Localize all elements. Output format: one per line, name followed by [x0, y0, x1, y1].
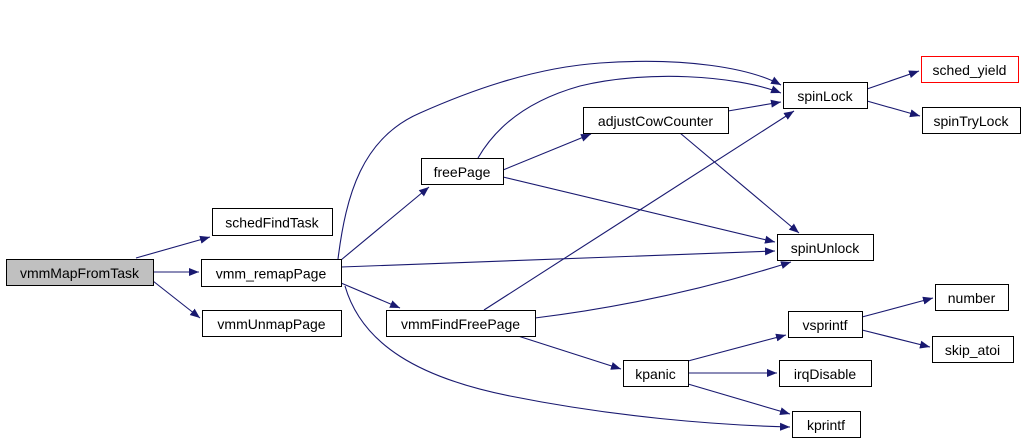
edge-vmm_remapPage-to-kprintf	[344, 285, 791, 431]
node-label-skip_atoi: skip_atoi	[945, 342, 1000, 358]
node-box-spinTryLock[interactable]	[922, 107, 1021, 134]
edge-adjustCowCounter-to-spinLock	[727, 99, 782, 112]
edge-kpanic-to-kprintf	[687, 383, 791, 416]
node-sched_yield[interactable]: sched_yield	[921, 56, 1019, 83]
node-box-vmm_remapPage[interactable]	[201, 259, 342, 287]
edge-vmmMapFromTask-to-schedFindTask	[135, 235, 211, 259]
node-box-adjustCowCounter[interactable]	[583, 107, 729, 134]
node-label-spinTryLock: spinTryLock	[934, 113, 1010, 129]
edge-vmmFindFreePage-to-spinLock	[483, 110, 795, 311]
node-box-vsprintf[interactable]	[788, 311, 863, 338]
node-label-spinUnlock: spinUnlock	[791, 240, 860, 256]
node-label-kpanic: kpanic	[635, 366, 675, 382]
node-vsprintf[interactable]: vsprintf	[788, 311, 863, 338]
node-box-schedFindTask[interactable]	[212, 208, 333, 236]
node-label-vmmMapFromTask: vmmMapFromTask	[20, 265, 140, 281]
node-box-skip_atoi[interactable]	[932, 336, 1014, 363]
node-label-schedFindTask: schedFindTask	[225, 215, 319, 231]
node-box-vmmMapFromTask	[6, 259, 154, 286]
node-label-number: number	[948, 290, 996, 306]
node-box-number[interactable]	[935, 284, 1009, 311]
node-skip_atoi[interactable]: skip_atoi	[932, 336, 1014, 363]
node-label-kprintf: kprintf	[807, 417, 845, 433]
node-spinTryLock[interactable]: spinTryLock	[922, 107, 1021, 134]
node-label-spinLock: spinLock	[797, 88, 853, 104]
node-vmm_remapPage[interactable]: vmm_remapPage	[201, 259, 342, 287]
edge-vsprintf-to-number	[861, 296, 934, 318]
nodes-layer: vmmMapFromTask schedFindTask vmm_remapPage…	[6, 56, 1021, 438]
node-freePage[interactable]: freePage	[421, 158, 504, 185]
node-number[interactable]: number	[935, 284, 1009, 311]
edge-kpanic-to-vsprintf	[687, 333, 787, 362]
edge-freePage-to-spinLock	[477, 75, 782, 159]
edge-spinLock-to-sched_yield	[866, 70, 920, 90]
edge-vmmMapFromTask-to-vmmUnmapPage	[152, 280, 201, 319]
node-irqDisable[interactable]: irqDisable	[779, 360, 872, 387]
edges-layer	[135, 60, 934, 431]
edge-vmm_remapPage-to-spinLock	[337, 60, 782, 260]
edge-vsprintf-to-skip_atoi	[861, 329, 931, 349]
edge-vmmFindFreePage-to-spinUnlock	[534, 261, 792, 319]
node-label-sched_yield: sched_yield	[933, 62, 1007, 78]
edge-vmm_remapPage-to-freePage	[340, 186, 430, 261]
node-kpanic[interactable]: kpanic	[623, 360, 689, 387]
node-spinLock[interactable]: spinLock	[783, 82, 868, 109]
edge-spinLock-to-spinTryLock	[866, 100, 921, 118]
node-kprintf[interactable]: kprintf	[792, 411, 861, 438]
node-box-freePage[interactable]	[421, 158, 504, 185]
node-box-vmmFindFreePage[interactable]	[386, 310, 536, 337]
node-box-kprintf[interactable]	[792, 411, 861, 438]
node-label-vmmFindFreePage: vmmFindFreePage	[401, 316, 520, 332]
edge-vmm_remapPage-to-spinUnlock	[340, 247, 776, 268]
node-label-vmm_remapPage: vmm_remapPage	[216, 266, 327, 282]
edge-freePage-to-spinUnlock	[502, 176, 776, 244]
node-schedFindTask[interactable]: schedFindTask	[212, 208, 333, 236]
edge-vmmFindFreePage-to-kpanic	[517, 335, 622, 370]
node-box-spinLock[interactable]	[783, 82, 868, 109]
edge-adjustCowCounter-to-spinUnlock	[679, 132, 800, 234]
node-box-irqDisable[interactable]	[779, 360, 872, 387]
node-adjustCowCounter[interactable]: adjustCowCounter	[583, 107, 729, 134]
node-vmmFindFreePage[interactable]: vmmFindFreePage	[386, 310, 536, 337]
node-box-vmmUnmapPage[interactable]	[202, 310, 342, 337]
node-spinUnlock[interactable]: spinUnlock	[777, 234, 874, 261]
node-vmmMapFromTask: vmmMapFromTask	[6, 259, 154, 286]
edge-vmm_remapPage-to-vmmFindFreePage	[340, 282, 401, 309]
node-label-freePage: freePage	[434, 164, 491, 180]
edge-freePage-to-adjustCowCounter	[502, 133, 592, 171]
node-box-spinUnlock[interactable]	[777, 234, 874, 261]
node-box-kpanic[interactable]	[623, 360, 689, 387]
node-label-vmmUnmapPage: vmmUnmapPage	[217, 316, 325, 332]
node-label-irqDisable: irqDisable	[794, 366, 856, 382]
node-label-vsprintf: vsprintf	[802, 317, 847, 333]
node-label-adjustCowCounter: adjustCowCounter	[598, 113, 714, 129]
node-vmmUnmapPage[interactable]: vmmUnmapPage	[202, 310, 342, 337]
node-box-sched_yield[interactable]	[921, 56, 1019, 83]
